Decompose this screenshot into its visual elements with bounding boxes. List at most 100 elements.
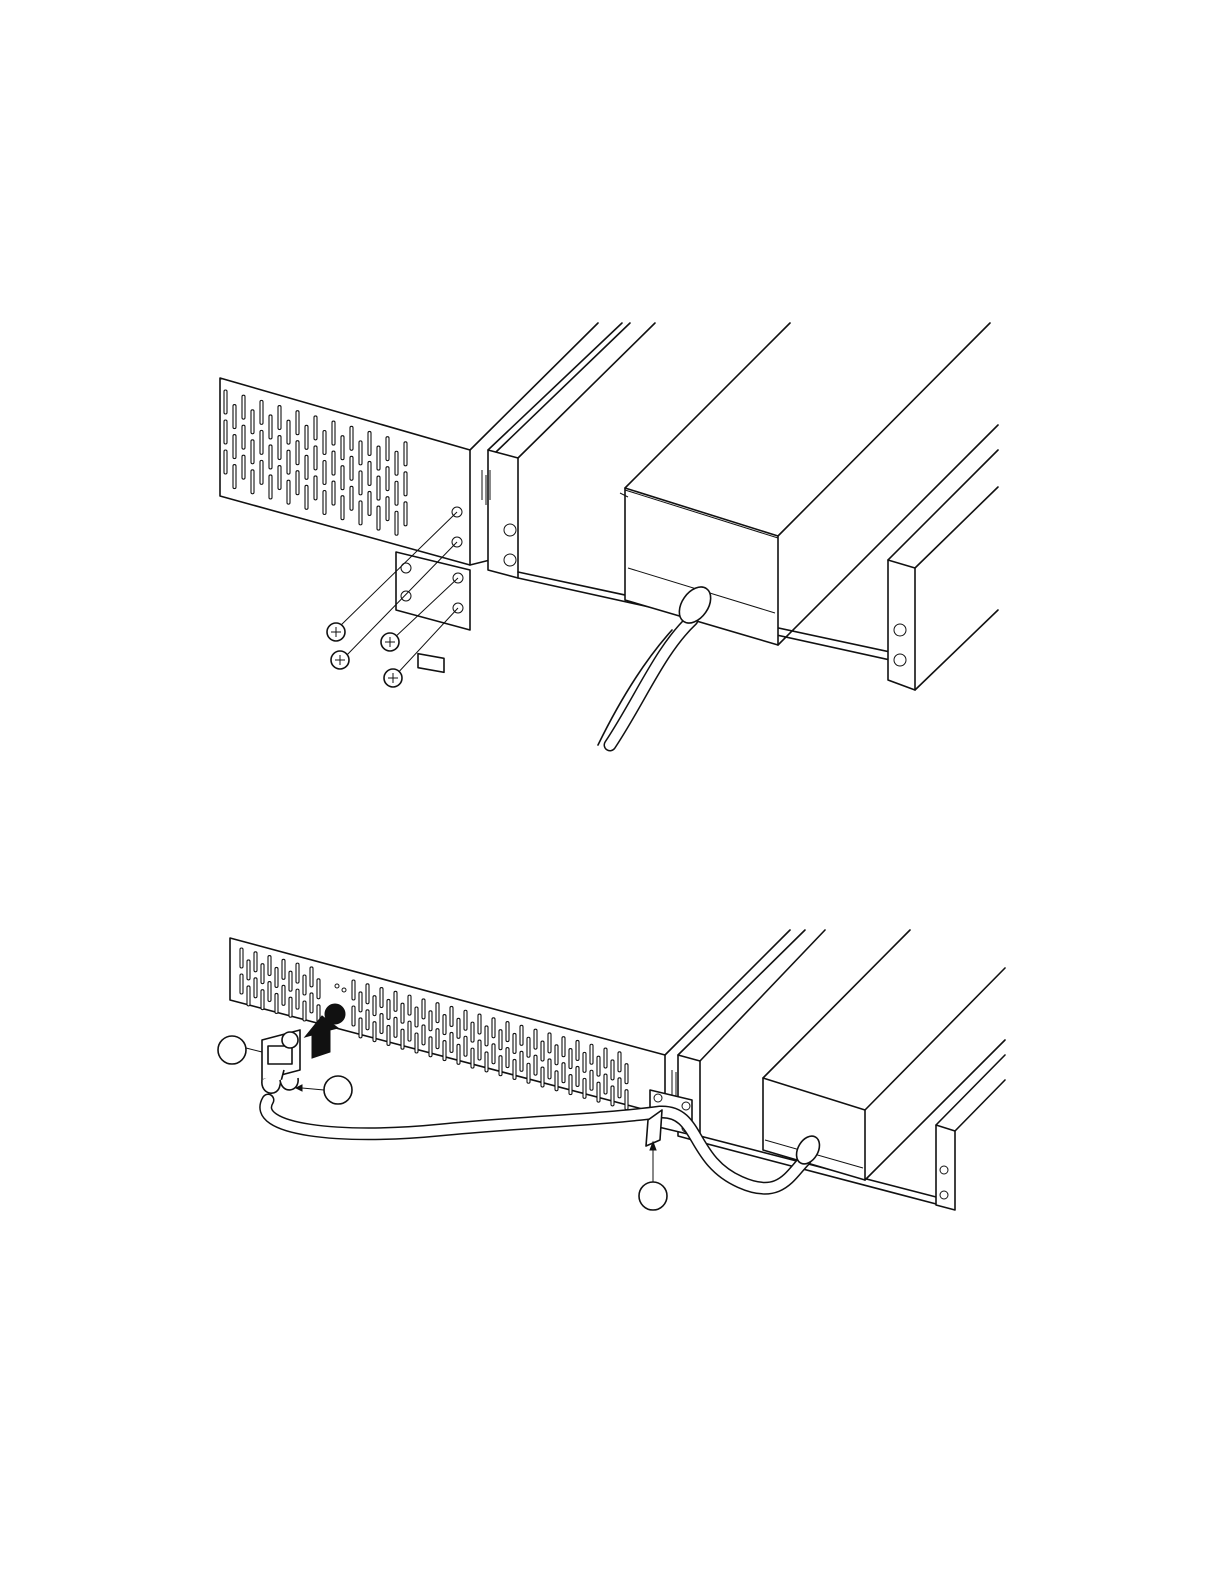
vent-slot [527,1063,530,1083]
bottom-panel [218,930,1005,1210]
vent-slot [485,1026,488,1046]
screw-icon [327,623,345,641]
vent-slot [422,1025,425,1045]
vent-slot [341,496,344,520]
vent-slot [254,952,257,972]
vent-slot [404,442,407,466]
callout-2 [324,1076,352,1104]
vent-slot [404,472,407,496]
vent-slot [278,406,281,430]
vent-slot [296,989,299,1009]
vent-slot [269,415,272,439]
vent-slot [471,1022,474,1042]
vent-slot [314,446,317,470]
power-supply-box [763,930,1005,1180]
vent-slot [395,511,398,535]
vent-slot [611,1060,614,1080]
vent-slot [485,1052,488,1072]
vent-slot [373,1022,376,1042]
vent-slot [261,990,264,1010]
vent-slot [576,1040,579,1060]
vent-slot [242,395,245,419]
vent-slot [240,948,243,968]
vent-slot [395,451,398,475]
vent-slot [366,1010,369,1030]
vent-slot [443,1015,446,1035]
vent-slot [386,437,389,461]
vent-slot [464,1010,467,1030]
vent-slot [520,1051,523,1071]
vent-slot [289,997,292,1017]
vent-slot [287,420,290,444]
vent-slot [251,440,254,464]
vent-slot [323,461,326,485]
vent-slot [408,1021,411,1041]
vent-slot [296,411,299,435]
vent-slot [269,475,272,499]
vent-slot [513,1059,516,1079]
vent-slot [611,1086,614,1106]
vent-slot [368,461,371,485]
vent-slot [296,441,299,465]
vent-slot [457,1044,460,1064]
vent-slot [368,491,371,515]
vent-slot [569,1049,572,1069]
vent-slot [401,1003,404,1023]
vent-slot [429,1037,432,1057]
vent-slot [618,1052,621,1072]
vent-slot [576,1066,579,1086]
vent-slot [341,466,344,490]
vent-slot [408,995,411,1015]
vent-slot [513,1033,516,1053]
vent-slot [305,485,308,509]
vent-slot [597,1056,600,1076]
vent-slot [247,986,250,1006]
vent-slot [224,390,227,414]
vent-slot [275,993,278,1013]
vent-slot [350,486,353,510]
vent-slot [233,435,236,459]
vent-slot [377,446,380,470]
vent-slot [224,450,227,474]
vent-slot [323,431,326,455]
vent-slot [499,1056,502,1076]
vent-slot [359,441,362,465]
vent-slot [341,436,344,460]
vent-slot [422,999,425,1019]
vent-slot [562,1063,565,1083]
vent-slot [625,1064,628,1084]
vent-slot [541,1067,544,1087]
vent-slot [625,1090,628,1110]
vent-slot [275,967,278,987]
vent-slot [506,1048,509,1068]
vent-slot [296,471,299,495]
vent-slot [233,465,236,489]
vent-slot [386,497,389,521]
vent-slot [310,993,313,1013]
vent-slot [492,1044,495,1064]
vent-slot [332,451,335,475]
vent-slot [555,1045,558,1065]
cable-connector [262,1030,300,1093]
vent-slot [305,425,308,449]
vent-slot [377,476,380,500]
vent-slot [478,1040,481,1060]
vent-slot [604,1048,607,1068]
vent-slot [377,506,380,530]
top-panel [220,323,998,745]
vent-slot [260,460,263,484]
vent-slot [597,1082,600,1102]
vent-slot [350,456,353,480]
vent-slot [534,1055,537,1075]
vent-slot [251,410,254,434]
vent-slot [289,971,292,991]
screws [327,623,402,687]
vent-slot [332,421,335,445]
vent-slot [583,1078,586,1098]
vent-slot [314,416,317,440]
vent-slot [332,481,335,505]
vent-slot [282,985,285,1005]
vent-slot [278,466,281,490]
vent-slot [373,996,376,1016]
